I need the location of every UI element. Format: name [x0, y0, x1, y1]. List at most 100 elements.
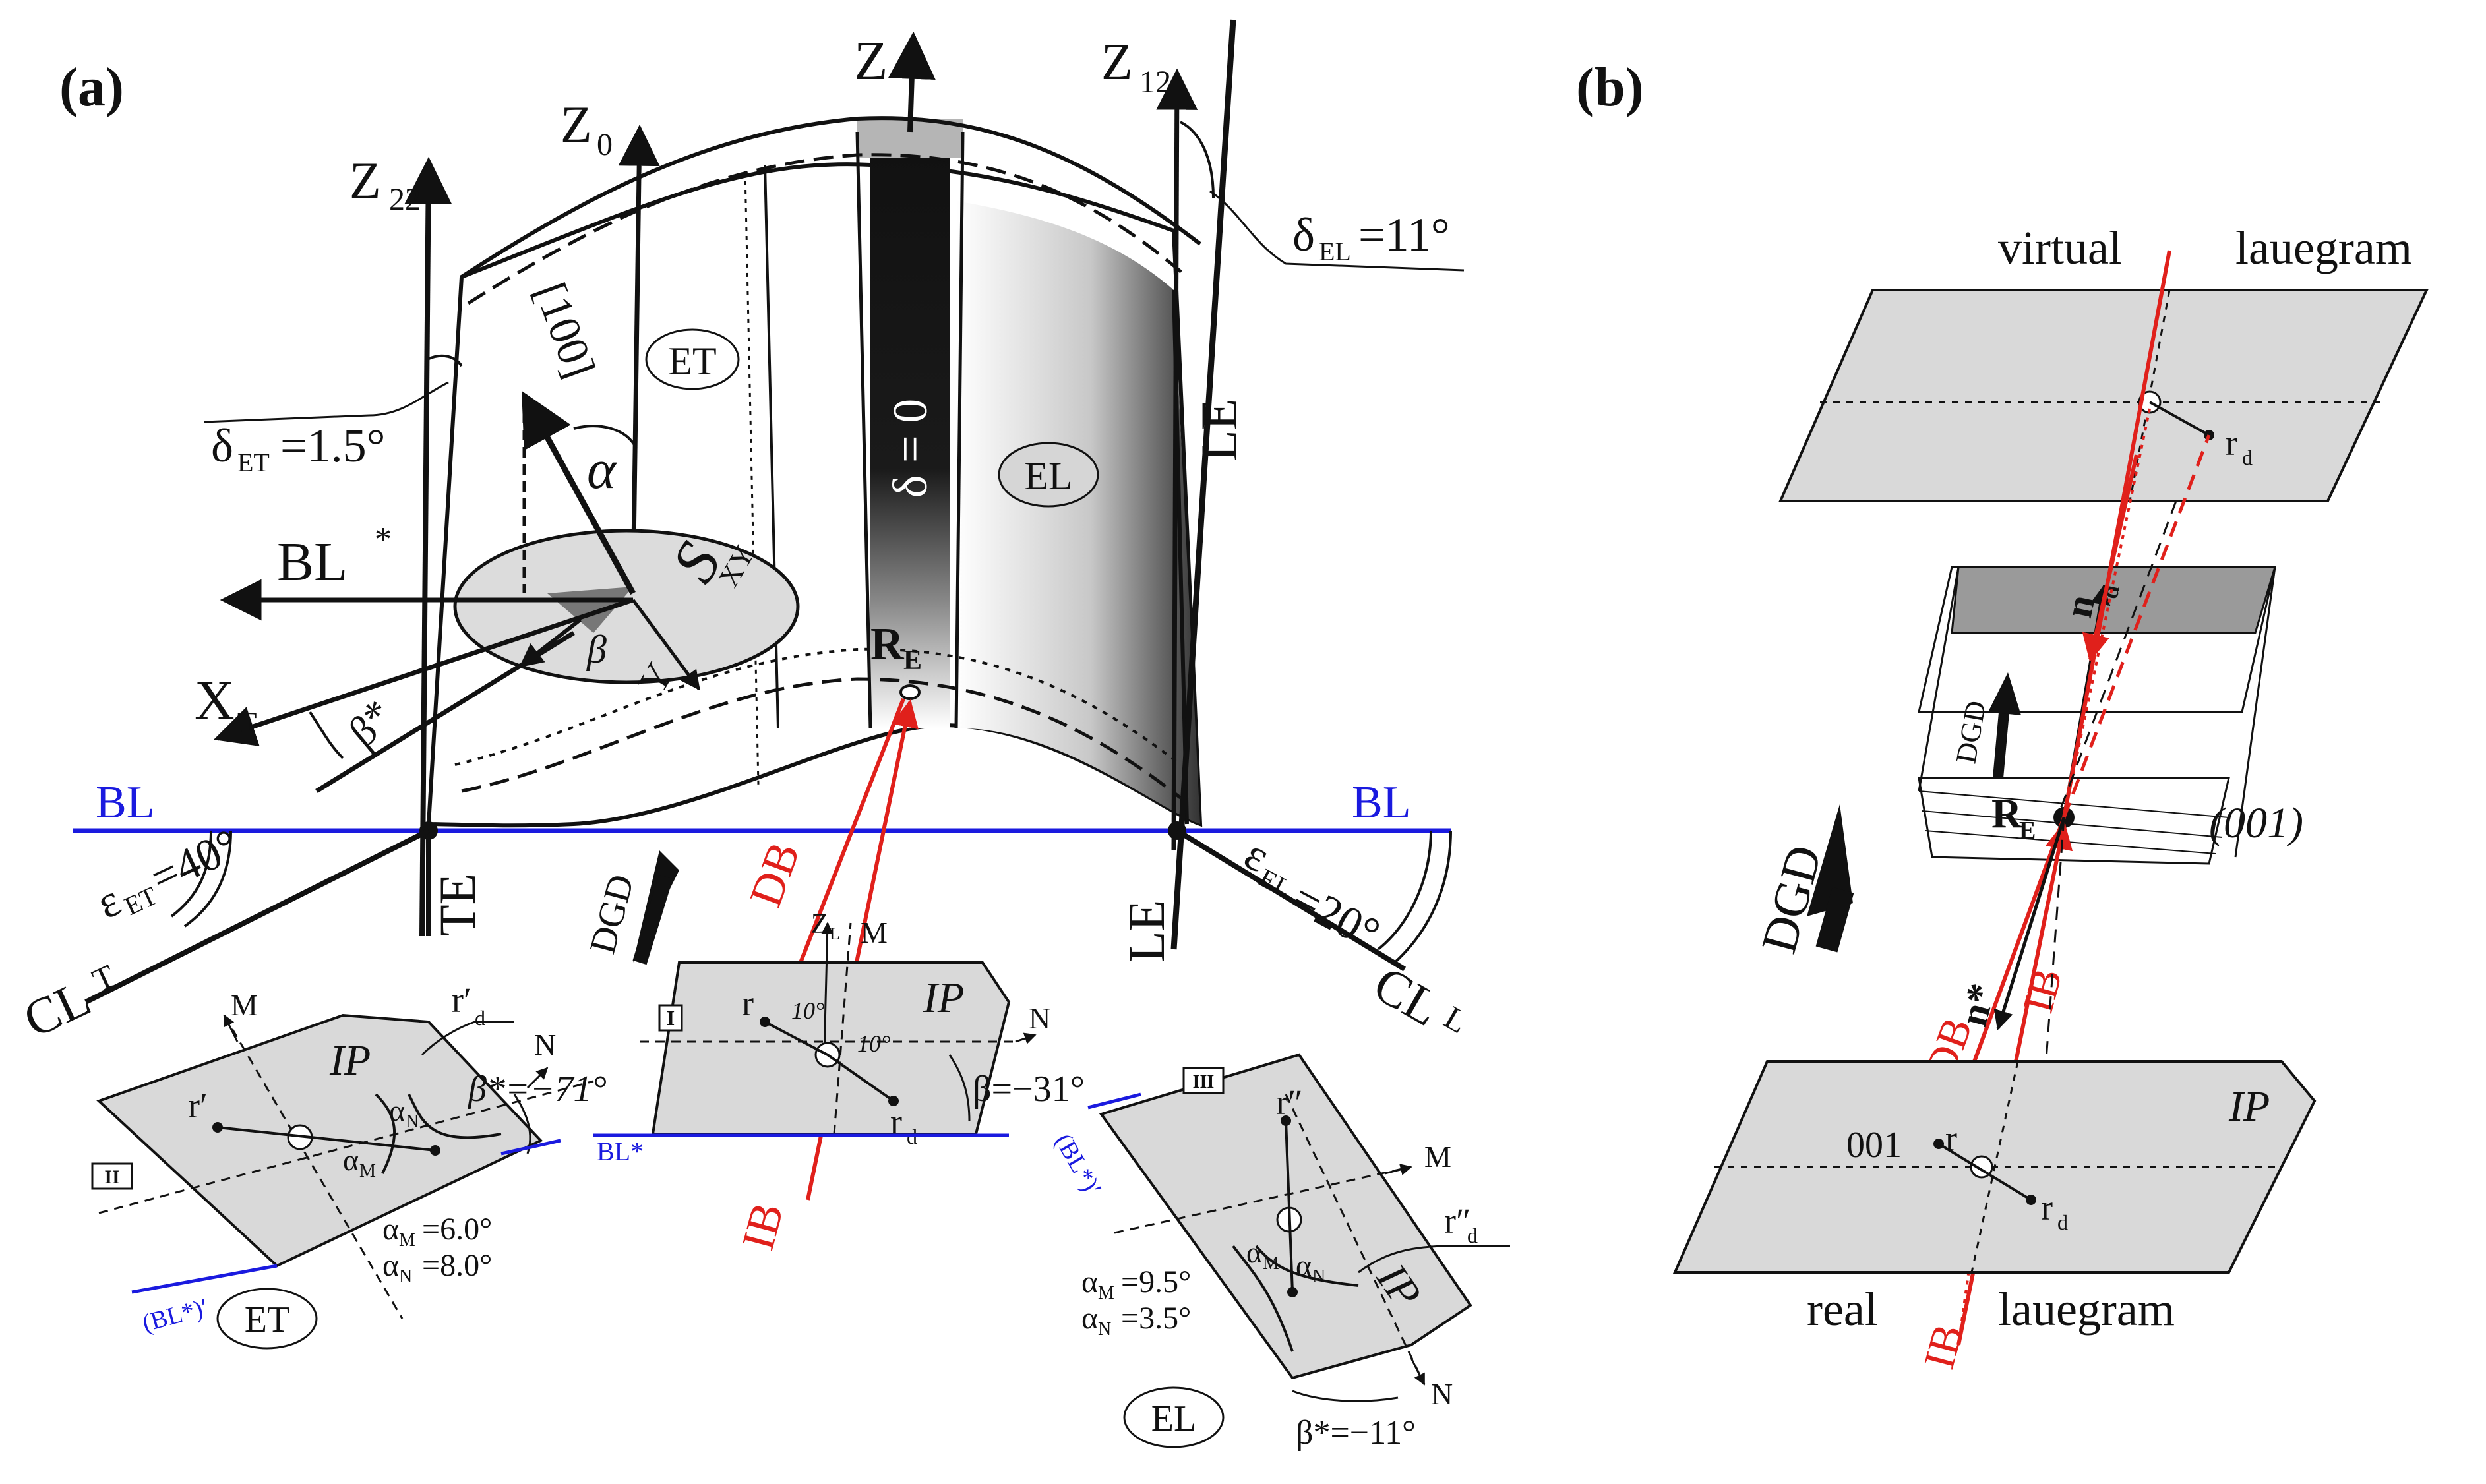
ip-i-badge-box [658, 1004, 683, 1032]
real-r-label: r [1945, 1119, 1957, 1158]
delta-el-value: =11° [1358, 208, 1450, 261]
z22-axis [404, 156, 452, 937]
ip-ii-bl-star-line [131, 1264, 278, 1294]
ip-ii-n-arrow [526, 1067, 549, 1089]
ip-i-rd-label: r [890, 1102, 902, 1142]
crystal-slice-3 [1925, 830, 2216, 854]
ip-iii-am-value: =9.5° [1121, 1264, 1191, 1299]
panel-b-label: (b) [1576, 57, 1644, 118]
eps-et-sub: ET [120, 881, 162, 921]
cl-l-label: CL [1364, 955, 1450, 1037]
ip-ii-am-value-sub: M [399, 1230, 415, 1251]
ip-ii-rd-sub: d [475, 1006, 485, 1030]
delta-el-symbol: δ [1292, 208, 1315, 261]
axes-vertical: Z 22 Z 0 Z Z 12 LE [349, 19, 1248, 950]
ip-i-m-axis [833, 922, 852, 1135]
ip-iii-m-axis [1114, 1166, 1412, 1234]
ip-ii-an-sub: N [406, 1112, 419, 1132]
ip-ii-plate [96, 1013, 543, 1268]
beta-vector [519, 618, 582, 668]
real-rd-label: r [2041, 1188, 2053, 1228]
ip-iii-rd-leader [1358, 1245, 1510, 1274]
band-right-edge [954, 131, 965, 729]
delta-et-leader [204, 381, 449, 423]
cl-l-sup: L [1438, 999, 1474, 1041]
z12-label: Z [1101, 33, 1133, 90]
ip-ii-region: ET [245, 1299, 289, 1340]
ip-iii-rd-sub: d [1467, 1224, 1478, 1247]
ip-ii-m-label: M [231, 988, 258, 1022]
le-top-label: LE [1190, 399, 1248, 461]
z0-sub: 0 [597, 127, 613, 162]
z-label: Z [854, 30, 888, 92]
le-bottom-label: LE [1118, 900, 1175, 963]
ip-iii-an-value-sub: N [1098, 1319, 1111, 1340]
lauegram-bottom-label: lauegram [1998, 1283, 2175, 1336]
ip-i-n-label: N [1029, 1001, 1050, 1035]
ip-iii-r-label: r″ [1276, 1083, 1302, 1122]
real-label: real [1807, 1283, 1878, 1336]
re-b-label: R [1991, 790, 2022, 837]
ip-iii-region: EL [1151, 1398, 1196, 1439]
plane-001-label: (001) [2209, 799, 2303, 847]
ip-i-beta-arc [948, 1054, 971, 1121]
ip-i-m-label: M [861, 916, 888, 949]
ip-iii-bl-line [1087, 1092, 1141, 1110]
guide-dashed-2 [2030, 817, 2065, 1266]
el-region-ellipse [998, 442, 1099, 508]
ip-ii-n-axis [98, 1080, 594, 1214]
ib-b-bottom-label: IB [1915, 1319, 1973, 1374]
ip-i-r-line [764, 1021, 828, 1056]
ip-iii-an-value: =3.5° [1121, 1301, 1191, 1336]
real-r-point [1933, 1139, 1944, 1149]
virtual-rd-sub: d [2242, 446, 2253, 469]
ib-label: IB [733, 1198, 793, 1256]
re-sub: E [903, 645, 922, 676]
xt-sub: T [237, 706, 257, 738]
orientation-construct: [100] α BL * X T Y β β* S XY [195, 276, 800, 793]
ip-iii-am-sub: M [1263, 1253, 1279, 1274]
dgd-small-label: DGD [1950, 698, 1993, 765]
ip-ii-label: IP [329, 1036, 371, 1084]
ip-i-angle1: 10° [791, 997, 824, 1024]
le-line [1170, 19, 1236, 950]
panel-b: (b) virtual lauegram r d R E (001) D [1576, 57, 2429, 1374]
el-region-label: EL [1024, 454, 1072, 498]
ip-ii-an-value-sub: N [399, 1266, 412, 1287]
ip-iii-m-arrow [1384, 1164, 1412, 1175]
ip-ii-r-point [212, 1122, 223, 1133]
ip-i-beta: β=−31° [973, 1069, 1085, 1110]
dgd-arrow-a: DGD [582, 850, 679, 965]
ip-iii-r-line [1285, 1120, 1294, 1293]
dgd-a-label: DGD [582, 870, 642, 958]
ip-ii-an-value-symbol: α [382, 1248, 399, 1283]
dgd-big-head [1807, 804, 1853, 916]
ip-i-angle2: 10° [857, 1030, 890, 1057]
panel-a-label: (a) [59, 57, 124, 118]
ip-iii-beta-arc [1292, 1390, 1399, 1402]
virtual-lauegram-plane [1778, 289, 2429, 502]
real-rd-point [2026, 1195, 2036, 1205]
ip-ii-am-label: α [343, 1143, 359, 1177]
real-rd-sub: d [2057, 1210, 2068, 1234]
blade-bottom-dotted [454, 647, 1182, 766]
blade-top-edge [460, 116, 1201, 279]
xt-label: X [195, 670, 235, 731]
ip-i-zl-axis [821, 922, 834, 1055]
delta-et-symbol: δ [211, 419, 233, 472]
virtual-rd-label: r [2226, 423, 2237, 463]
delta-et-arc [427, 354, 463, 367]
delta-el-arc [1180, 121, 1215, 198]
eps-el-arc-outer [1393, 830, 1452, 964]
n-star-vector [1993, 817, 2066, 1030]
delta-et-value: =1.5° [280, 419, 385, 472]
dgd-a-shaft [632, 874, 673, 965]
real-plane-axis-v [1970, 1061, 2019, 1273]
ip-iii-n-arrow [1410, 1357, 1426, 1386]
ip-iii-an-sub: N [1312, 1266, 1325, 1287]
alpha-label: α [587, 439, 617, 500]
z22-sub: 22 [389, 182, 421, 217]
virtual-beam-arrow [2082, 454, 2138, 663]
z0-label: Z [561, 96, 592, 153]
